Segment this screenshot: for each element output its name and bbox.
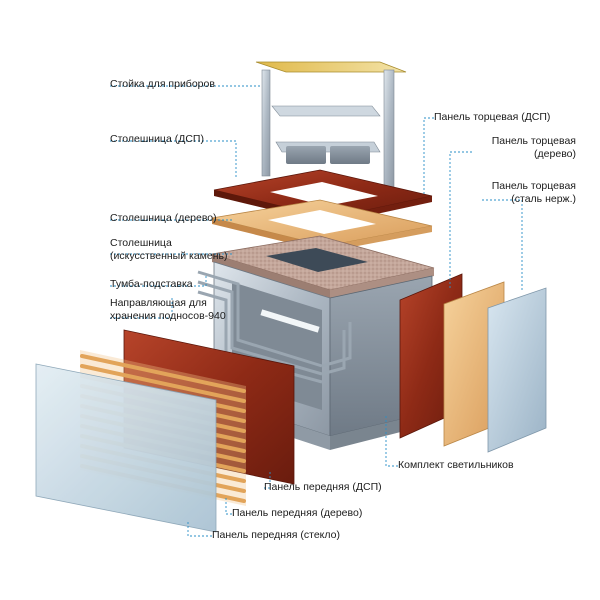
- rack-shelf-upper: [271, 105, 381, 117]
- tray-rails: [197, 270, 352, 384]
- wood-slat: [80, 364, 246, 403]
- wood-slat: [80, 354, 246, 393]
- label-countertop-dsp: Столешница (ДСП): [110, 133, 204, 145]
- label-countertop-stone-line1: Столешница: [110, 237, 172, 249]
- rack-tray-right: [330, 146, 370, 164]
- label-end-panel-steel: Панель торцевая (сталь нерж.): [492, 180, 576, 206]
- label-front-panel-wood: Панель передняя (дерево): [232, 507, 363, 519]
- label-countertop-stone-line2: (искусственный камень): [110, 250, 228, 262]
- label-front-panel-glass: Панель передняя (стекло): [212, 529, 340, 541]
- label-front-panel-dsp: Панель передняя (ДСП): [264, 481, 382, 493]
- countertop-dsp-cutout: [270, 182, 378, 206]
- rack-tray-left: [286, 146, 326, 164]
- rack-left-post: [261, 69, 271, 177]
- rack-right-post: [383, 69, 395, 189]
- end-panel-steel: [487, 287, 547, 453]
- label-light-kit: Комплект светильников: [398, 459, 514, 471]
- leader-lines: [110, 85, 523, 537]
- label-tray-rail-line1: Направляющая для: [110, 297, 207, 309]
- label-tray-rail-line2: хранения подносов-940: [110, 310, 226, 322]
- label-end-panel-steel-line2: (сталь нерж.): [511, 193, 576, 205]
- label-base-cabinet: Тумба-подставка: [110, 278, 193, 290]
- label-end-panel-wood-line2: (дерево): [534, 148, 576, 160]
- label-end-panel-wood-line1: Панель торцевая: [491, 135, 576, 147]
- rack-yellow-canopy: [255, 61, 407, 73]
- label-instrument-rack: Стойка для приборов: [110, 78, 215, 90]
- label-end-panel-dsp: Панель торцевая (ДСП): [434, 111, 551, 123]
- label-end-panel-steel-line1: Панель торцевая: [491, 180, 576, 192]
- label-countertop-stone: Столешница (искусственный камень): [110, 237, 227, 263]
- label-countertop-wood: Столешница (дерево): [110, 212, 217, 224]
- label-end-panel-wood: Панель торцевая (дерево): [492, 135, 576, 161]
- instrument-rack: [255, 61, 407, 189]
- front-panel-glass: [35, 363, 217, 533]
- label-tray-rail: Направляющая для хранения подносов-940: [110, 297, 226, 323]
- light-fixture-bar: [260, 309, 320, 333]
